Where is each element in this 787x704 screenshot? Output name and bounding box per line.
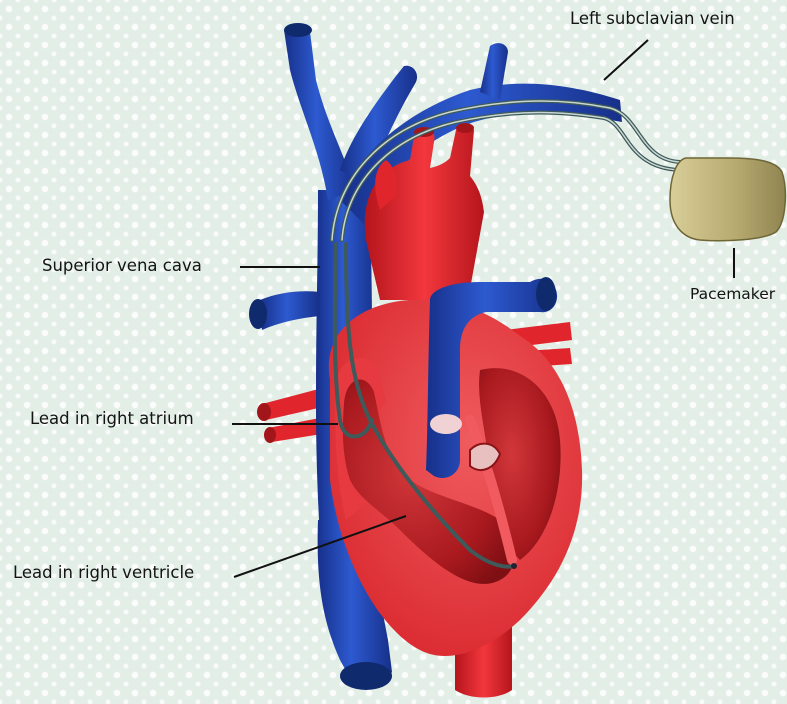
label-left-subclavian-vein: Left subclavian vein xyxy=(570,11,735,28)
label-lead-right-ventricle: Lead in right ventricle xyxy=(13,565,194,582)
pacemaker-device xyxy=(670,158,785,241)
label-pacemaker: Pacemaker xyxy=(690,287,775,303)
label-lead-right-atrium: Lead in right atrium xyxy=(30,411,194,428)
label-superior-vena-cava: Superior vena cava xyxy=(42,258,202,275)
